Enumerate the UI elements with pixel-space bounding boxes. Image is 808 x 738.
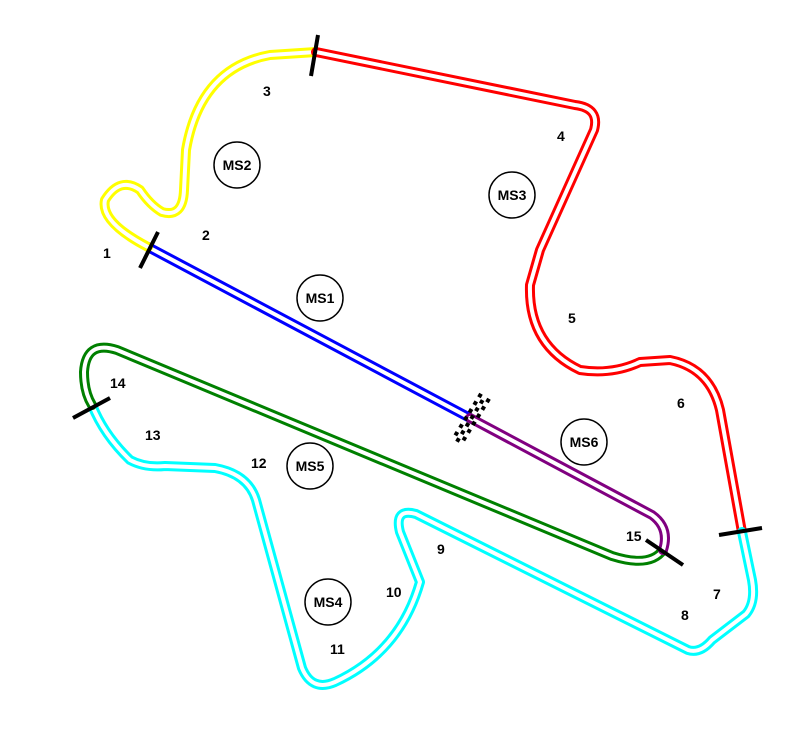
sector-tick-4 (644, 538, 685, 567)
turn-label-1: 1 (103, 245, 111, 261)
sector-tick-3 (718, 526, 763, 537)
turn-label-15: 15 (626, 528, 642, 544)
turn-label-8: 8 (681, 607, 689, 623)
sector-badge-ms6: MS6 (560, 418, 608, 466)
turn-label-11: 11 (330, 641, 345, 657)
sector-ms1-track (143, 242, 475, 423)
turn-label-13: 13 (145, 427, 161, 443)
sector-tick-2 (309, 34, 320, 77)
sector-badge-ms2: MS2 (213, 141, 261, 189)
sector-ms2-track (99, 47, 321, 252)
sector-tick-1 (138, 231, 160, 269)
sector-ms6-track (465, 413, 670, 555)
sector-ms4-track (87, 400, 759, 690)
sector-badge-ms1: MS1 (296, 274, 344, 322)
sector-label: MS1 (306, 290, 335, 306)
sector-ms3-track (311, 47, 747, 537)
turn-label-12: 12 (251, 455, 267, 471)
turn-label-3: 3 (263, 83, 271, 99)
sector-tick-5 (72, 396, 111, 420)
sector-label: MS3 (498, 187, 527, 203)
sector-label: MS2 (223, 157, 252, 173)
sector-badge-ms3: MS3 (488, 171, 536, 219)
turn-label-10: 10 (386, 584, 402, 600)
checkered-flag-icon (453, 392, 491, 443)
sector-badge-ms4: MS4 (304, 578, 352, 626)
sector-ms5-track (79, 342, 668, 566)
turn-label-7: 7 (713, 586, 721, 602)
sector-ticks (72, 34, 763, 567)
turn-label-6: 6 (677, 395, 685, 411)
sector-badge-ms5: MS5 (286, 442, 334, 490)
turn-label-5: 5 (568, 310, 576, 326)
turn-label-9: 9 (437, 541, 445, 557)
sector-label: MS6 (570, 434, 599, 450)
sector-label: MS4 (314, 594, 343, 610)
turn-label-2: 2 (202, 227, 210, 243)
sector-label: MS5 (296, 458, 325, 474)
turn-label-4: 4 (557, 128, 565, 144)
turn-label-14: 14 (110, 375, 126, 391)
